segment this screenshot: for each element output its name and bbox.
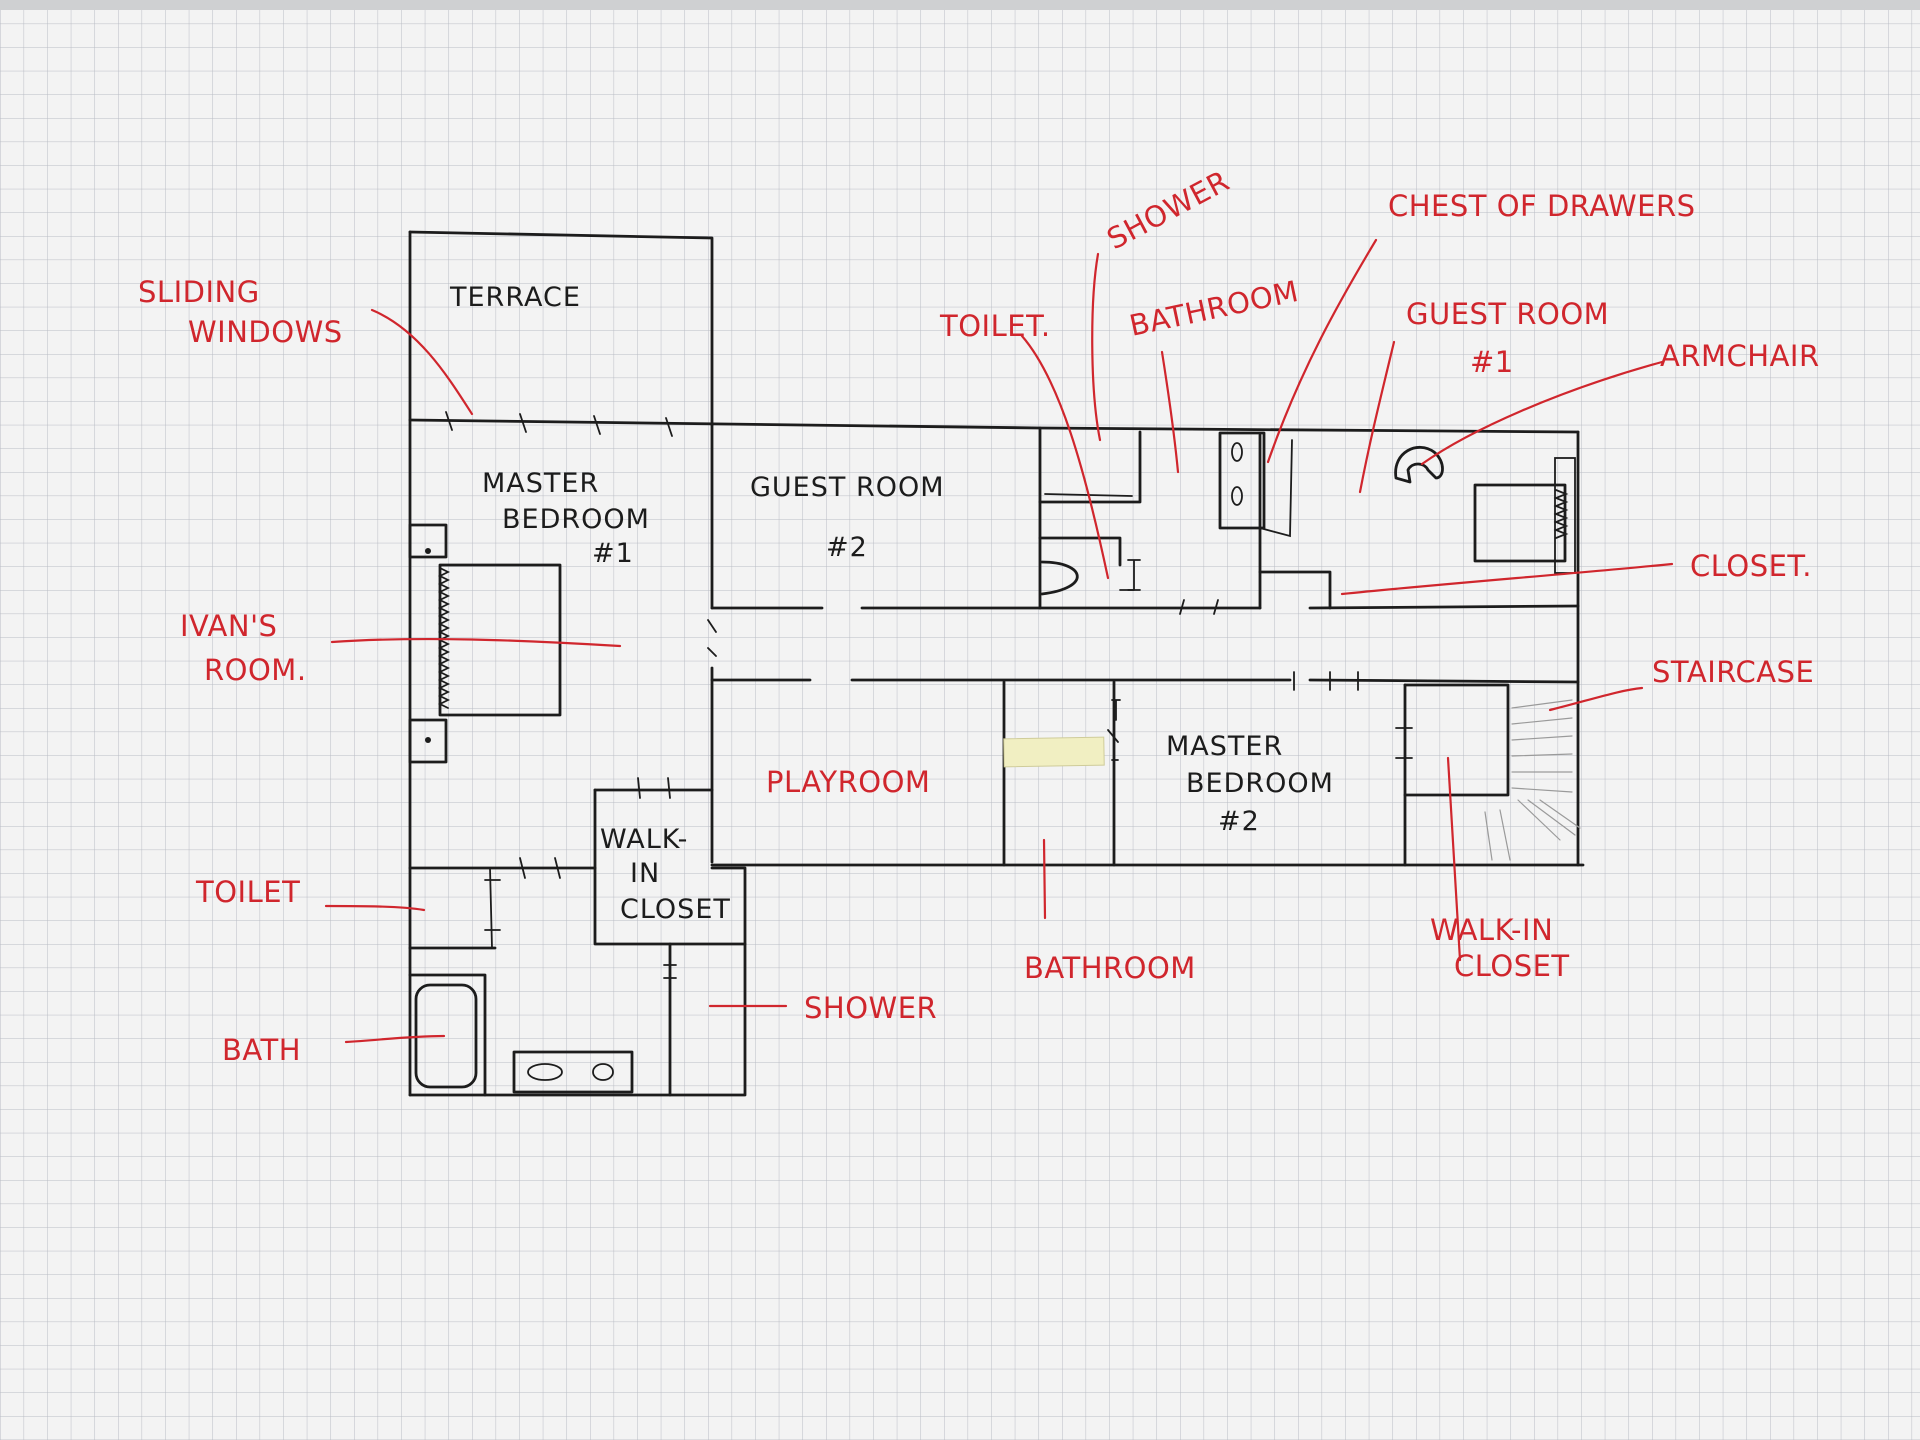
annotation-walk-in-closet-right-line2: CLOSET xyxy=(1454,949,1570,983)
room-labels: TERRACE MASTER BEDROOM #1 GUEST ROOM #2 … xyxy=(449,282,1334,925)
annotation-shower-bottom: SHOWER xyxy=(804,991,937,1025)
room-master-bedroom-2-line1: MASTER xyxy=(1166,731,1283,762)
annotation-guest-room-1-line2: #1 xyxy=(1470,345,1514,379)
room-walk-in-closet-line3: CLOSET xyxy=(620,894,731,925)
plan-walls xyxy=(408,230,1585,1097)
annotation-sliding-windows-line1: SLIDING xyxy=(138,275,260,309)
room-guest-room-2-line2: #2 xyxy=(826,532,868,563)
annotation-playroom: PLAYROOM xyxy=(766,765,930,799)
tape-strip xyxy=(1003,736,1105,768)
annotation-guest-room-1-line1: GUEST ROOM xyxy=(1406,297,1609,331)
room-guest-room-2-line1: GUEST ROOM xyxy=(750,472,945,503)
room-walk-in-closet-line2: IN xyxy=(630,858,660,889)
annotation-ivans-room-line1: IVAN'S xyxy=(180,609,277,643)
room-master-bedroom-2-line3: #2 xyxy=(1218,806,1260,837)
room-walk-in-closet-line1: WALK- xyxy=(600,824,688,855)
annotation-closet: CLOSET. xyxy=(1690,549,1812,583)
room-master-bedroom-1-line3: #1 xyxy=(592,538,634,569)
paper-grid xyxy=(0,10,1920,1440)
annotation-bathroom-bottom: BATHROOM xyxy=(1024,951,1196,985)
room-master-bedroom-2-line2: BEDROOM xyxy=(1186,768,1334,799)
room-terrace: TERRACE xyxy=(449,282,581,313)
annotation-armchair: ARMCHAIR xyxy=(1660,339,1820,373)
room-master-bedroom-1-line2: BEDROOM xyxy=(502,504,650,535)
room-master-bedroom-1-line1: MASTER xyxy=(482,468,599,499)
annotations: SLIDING WINDOWS IVAN'S ROOM. TOILET BATH… xyxy=(138,164,1820,1067)
annotation-staircase: STAIRCASE xyxy=(1652,655,1814,689)
annotation-bath: BATH xyxy=(222,1033,301,1067)
annotation-walk-in-closet-right-line1: WALK-IN xyxy=(1430,913,1553,947)
annotation-toilet-left: TOILET xyxy=(195,875,300,909)
annotation-toilet-top: TOILET. xyxy=(939,309,1051,343)
annotation-ivans-room-line2: ROOM. xyxy=(204,653,307,687)
annotation-chest-of-drawers: CHEST OF DRAWERS xyxy=(1388,189,1696,223)
annotation-sliding-windows-line2: WINDOWS xyxy=(188,315,343,349)
